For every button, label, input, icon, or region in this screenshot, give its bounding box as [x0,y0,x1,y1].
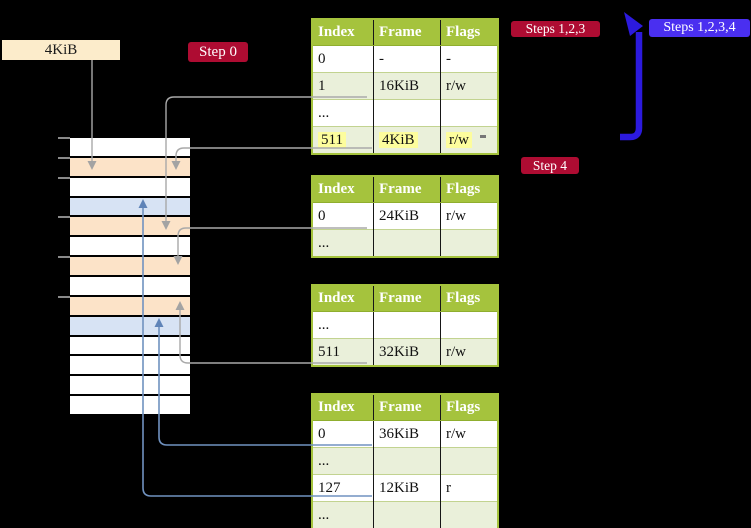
column-header-frame: Frame [373,176,441,203]
column-header-frame: Frame [373,19,441,46]
frame-cell: 24KiB [373,202,441,230]
table-row: ... [312,99,498,127]
header-row: Index Frame Flags [312,394,498,421]
flags-cell [440,311,498,339]
steps-loop-arrow-icon [620,12,643,141]
flags-cell: r/w [440,338,498,366]
column-header-flags: Flags [440,176,498,203]
memory-frame-row [70,376,190,395]
memory-frame-row [70,197,190,216]
table-row: ... [312,311,498,339]
table-row-highlighted: 511 4KiB r/w [312,126,498,154]
memory-frame-row [70,336,190,355]
column-header-index: Index [312,19,374,46]
column-header-index: Index [312,285,374,312]
address-tick [58,137,70,139]
frame-cell: 12KiB [373,474,441,502]
table-row: 511 32KiB r/w [312,338,498,366]
table-row: ... [312,501,498,528]
flags-cell: - [440,45,498,73]
memory-frame-row [70,316,190,335]
table-row: 1 16KiB r/w [312,72,498,100]
memory-frame-row [70,237,190,256]
frame-cell: 36KiB [373,420,441,448]
memory-frame-row [70,277,190,295]
steps-123-badge: Steps 1,2,3 [511,21,600,37]
header-row: Index Frame Flags [312,176,498,203]
flags-cell [440,447,498,475]
header-row: Index Frame Flags [312,19,498,46]
index-cell: 1 [312,72,374,100]
memory-frame-row [70,356,190,375]
frame-cell: - [373,45,441,73]
highlight-mark: 511 [318,131,346,148]
page-table-level-3: Index Frame Flags ... 511 32KiB r/w [311,284,499,367]
flags-cell [440,501,498,528]
table-row: ... [312,447,498,475]
frame-cell [373,501,441,528]
memory-frame-row [70,138,190,156]
page-table-level-4: Index Frame Flags 0 36KiB r/w ... 127 12… [311,393,499,528]
flags-cell: r/w [440,72,498,100]
frame-cell: 32KiB [373,338,441,366]
column-header-frame: Frame [373,285,441,312]
frame-cell [373,229,441,257]
flags-cell [440,229,498,257]
frame-cell: 4KiB [373,126,441,154]
frame-cell [373,447,441,475]
address-tick [58,216,70,218]
flags-cell: r/w [440,202,498,230]
flags-cell: r/w [440,126,498,154]
highlight-mark: 4KiB [379,131,418,148]
table-row: 127 12KiB r [312,474,498,502]
header-row: Index Frame Flags [312,285,498,312]
index-cell: 127 [312,474,374,502]
flags-cell: r [440,474,498,502]
index-cell: 511 [312,338,374,366]
index-cell: ... [312,99,374,127]
flags-cell [440,99,498,127]
column-header-index: Index [312,394,374,421]
page-table-level-1: Index Frame Flags 0 - - 1 16KiB r/w ... … [311,18,499,155]
frame-cell [373,311,441,339]
flags-cell: r/w [440,420,498,448]
table-row: ... [312,229,498,257]
column-header-flags: Flags [440,19,498,46]
index-cell: 0 [312,202,374,230]
physical-memory-stripe [70,138,190,415]
page-size-label: 4KiB [2,40,120,60]
column-header-frame: Frame [373,394,441,421]
frame-cell [373,99,441,127]
memory-frame-row [70,157,190,176]
memory-frame-row [70,217,190,236]
frame-cell: 16KiB [373,72,441,100]
memory-frame-row [70,177,190,196]
column-header-flags: Flags [440,285,498,312]
index-cell: 511 [312,126,374,154]
column-header-index: Index [312,176,374,203]
index-cell: ... [312,229,374,257]
table-row: 0 36KiB r/w [312,420,498,448]
step-0-badge: Step 0 [188,42,248,62]
address-tick [58,256,70,258]
highlight-mark: r/w [446,131,472,148]
memory-frame-row [70,257,190,276]
column-header-flags: Flags [440,394,498,421]
steps-1234-badge: Steps 1,2,3,4 [649,19,750,37]
address-tick [58,296,70,298]
address-tick [58,177,70,179]
address-tick [58,157,70,159]
page-table-level-2: Index Frame Flags 0 24KiB r/w ... [311,175,499,258]
index-cell: 0 [312,420,374,448]
index-cell: ... [312,311,374,339]
table-row: 0 24KiB r/w [312,202,498,230]
table-row: 0 - - [312,45,498,73]
index-cell: ... [312,501,374,528]
memory-frame-row [70,396,190,415]
step-4-badge: Step 4 [521,157,579,174]
memory-frame-row [70,296,190,315]
index-cell: ... [312,447,374,475]
index-cell: 0 [312,45,374,73]
